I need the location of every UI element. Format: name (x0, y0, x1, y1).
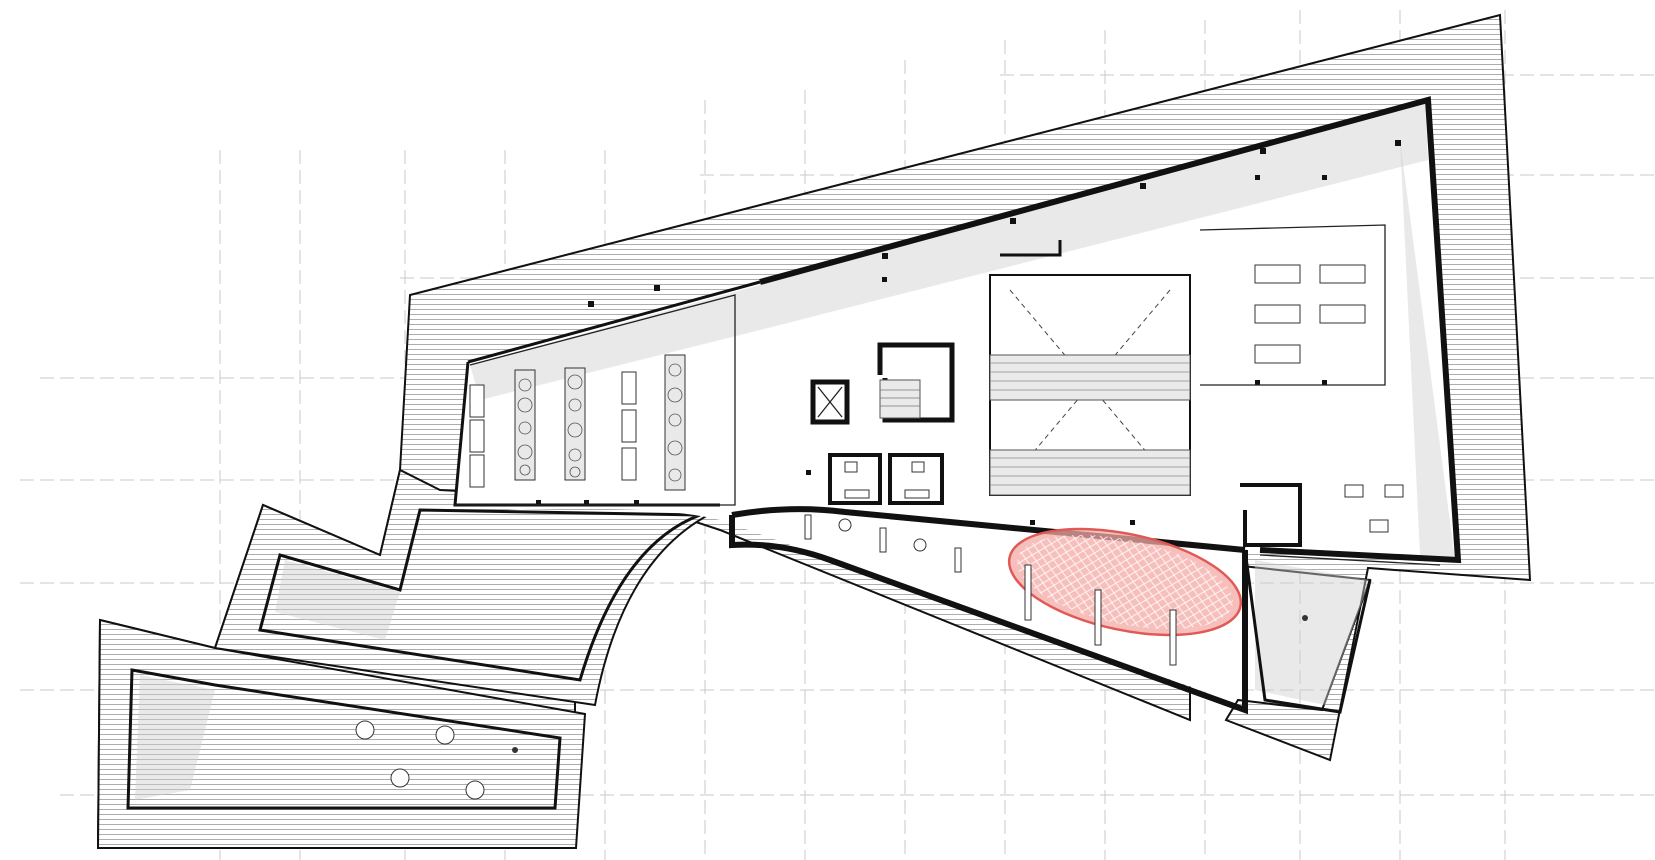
table-icon (1319, 264, 1366, 284)
terrace-furniture (355, 615, 1308, 800)
bench (621, 447, 637, 481)
bench (621, 371, 637, 405)
highlight-zone (1007, 527, 1243, 666)
bench (621, 409, 637, 443)
stair-icon (989, 449, 1191, 496)
table-icon (1369, 519, 1389, 533)
table-icon (465, 780, 485, 800)
table-icon (1254, 304, 1301, 324)
corridor-fixtures (804, 514, 962, 573)
stair-icon (989, 354, 1191, 401)
office-area (1199, 224, 1404, 547)
table-icon (1384, 484, 1404, 498)
sink-icon (844, 489, 870, 499)
table-icon (1344, 484, 1364, 498)
table-icon (1254, 344, 1301, 364)
toilet-icon (911, 461, 925, 473)
person-icon (1302, 615, 1308, 621)
table-icon (1254, 264, 1301, 284)
atrium-void (989, 240, 1191, 496)
service-core (810, 342, 955, 505)
interior-floor (455, 100, 1455, 705)
planter-icon (564, 367, 586, 481)
sink-icon (904, 489, 930, 499)
bench (469, 384, 485, 418)
lower-terrace (96, 618, 587, 849)
table-icon (390, 768, 410, 788)
table-icon (1319, 304, 1366, 324)
planter-icon (664, 354, 686, 491)
table-icon (355, 720, 375, 740)
exterior-walls (453, 96, 1462, 715)
gallery-room (455, 294, 736, 506)
stair-icon (879, 379, 921, 419)
toilet-icon (844, 461, 858, 473)
bench (469, 454, 485, 488)
person-icon (512, 747, 518, 753)
chair-icon (913, 538, 927, 552)
columns (536, 140, 1401, 525)
table-icon (435, 725, 455, 745)
bench (469, 419, 485, 453)
toilet-room (828, 453, 882, 505)
planter-icon (514, 369, 536, 481)
middle-terrace (213, 468, 731, 707)
chair-icon (838, 518, 852, 532)
